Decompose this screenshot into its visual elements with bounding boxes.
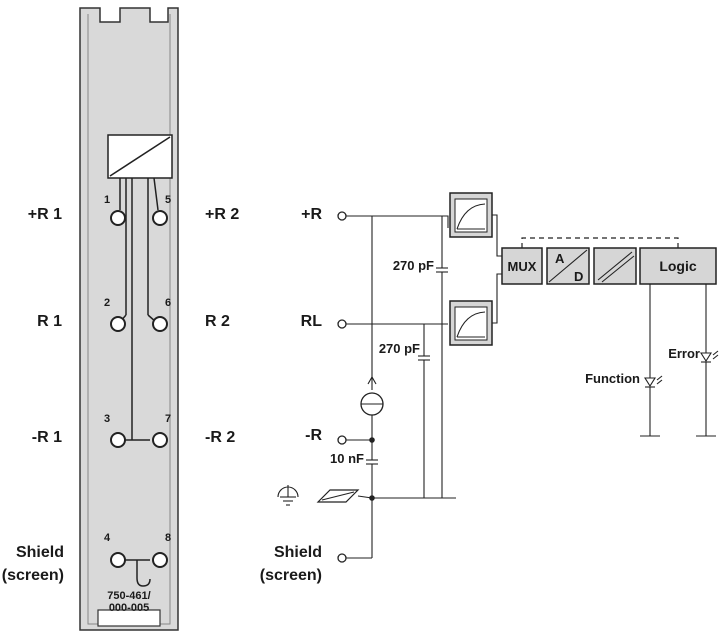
terminal-2	[110, 316, 126, 332]
terminal-8	[152, 552, 168, 568]
adc-label-d: D	[574, 269, 583, 284]
terminal-6	[152, 316, 168, 332]
label-r1-plus: +R 1	[28, 206, 62, 223]
module-internal-wiring	[119, 177, 159, 587]
terminal-4	[110, 552, 126, 568]
circuit-label-plus-r: +R	[301, 206, 322, 223]
label-r2-plus: +R 2	[205, 206, 239, 223]
part-number-line1: 750-461/	[107, 590, 150, 602]
terminal-7	[152, 432, 168, 448]
filter-block-upper	[449, 192, 493, 238]
circuit-wiring	[277, 211, 456, 563]
label-r2-minus: -R 2	[205, 429, 235, 446]
cap-label-3: 10 nF	[330, 451, 364, 466]
mux-label: MUX	[508, 259, 537, 274]
pin-8: 8	[165, 532, 171, 544]
label-r2: R 2	[205, 313, 230, 330]
label-r1-minus: -R 1	[32, 429, 62, 446]
filter-block-lower	[449, 300, 493, 346]
led-wiring	[640, 284, 719, 437]
logic-block	[639, 247, 717, 285]
pin-1: 1	[104, 194, 110, 206]
label-r1: R 1	[37, 313, 62, 330]
pin-6: 6	[165, 297, 171, 309]
pin-3: 3	[104, 413, 110, 425]
mux-input-wiring	[492, 214, 502, 324]
control-bus-dashed	[521, 237, 679, 248]
terminal-5	[152, 210, 168, 226]
error-led-label: Error	[668, 346, 700, 361]
cap-label-2: 270 pF	[379, 341, 420, 356]
isolation-converter-block	[107, 134, 173, 179]
function-led-label: Function	[585, 371, 640, 386]
circuit-label-screen: (screen)	[260, 567, 322, 584]
label-shield: Shield	[16, 544, 64, 561]
circuit-label-minus-r: -R	[305, 427, 322, 444]
isolator-block	[593, 247, 637, 285]
terminal-1	[110, 210, 126, 226]
adc-block	[546, 247, 590, 285]
pin-2: 2	[104, 297, 110, 309]
cap-label-1: 270 pF	[393, 258, 434, 273]
module-terminals	[110, 210, 168, 568]
adc-label-a: A	[555, 251, 565, 266]
pin-7: 7	[165, 413, 171, 425]
label-screen: (screen)	[2, 567, 64, 584]
circuit-label-shield: Shield	[274, 544, 322, 561]
logic-label: Logic	[659, 258, 697, 274]
part-number-line2: 000-005	[109, 602, 149, 614]
mux-block	[501, 247, 543, 285]
circuit-label-rl: RL	[301, 313, 323, 330]
pin-4: 4	[104, 532, 111, 544]
terminal-3	[110, 432, 126, 448]
pin-5: 5	[165, 194, 171, 206]
